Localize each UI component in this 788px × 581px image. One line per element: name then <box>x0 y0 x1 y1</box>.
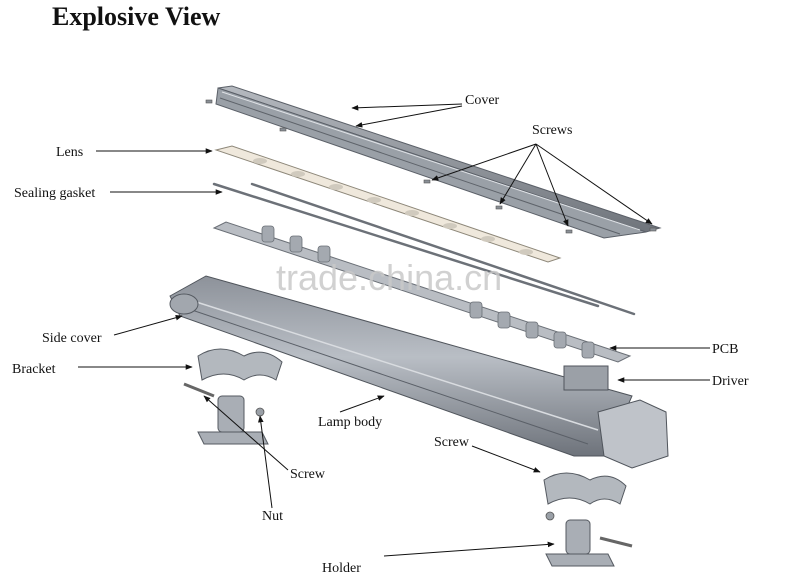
pcb-board <box>212 221 632 363</box>
page-title: Explosive View <box>52 2 221 31</box>
right-screw-nut <box>545 511 633 548</box>
driver-box <box>563 365 609 391</box>
label-sealing-gasket: Sealing gasket <box>14 186 95 201</box>
label-screw-left: Screw <box>290 467 326 482</box>
left-holder <box>197 395 269 445</box>
label-bracket: Bracket <box>12 362 56 377</box>
left-bracket <box>197 348 283 381</box>
label-lamp-body: Lamp body <box>318 415 382 430</box>
label-cover: Cover <box>465 93 500 108</box>
label-holder: Holder <box>322 561 361 576</box>
leader-lines <box>78 103 710 557</box>
left-screw-nut <box>183 382 265 417</box>
right-bracket <box>543 472 627 505</box>
cover-screws <box>205 99 657 234</box>
watermark: trade.china.cn <box>276 257 502 298</box>
label-screw-right: Screw <box>434 435 470 450</box>
label-side-cover: Side cover <box>42 331 102 346</box>
right-holder <box>545 519 615 567</box>
side-cover <box>169 293 199 315</box>
label-lens: Lens <box>56 145 83 160</box>
label-pcb: PCB <box>712 342 738 357</box>
lens-strip <box>214 145 562 263</box>
label-screws: Screws <box>532 123 572 138</box>
label-nut: Nut <box>262 509 283 524</box>
sealing-gasket <box>212 182 636 316</box>
cover-rail <box>215 85 662 239</box>
label-driver: Driver <box>712 374 749 389</box>
